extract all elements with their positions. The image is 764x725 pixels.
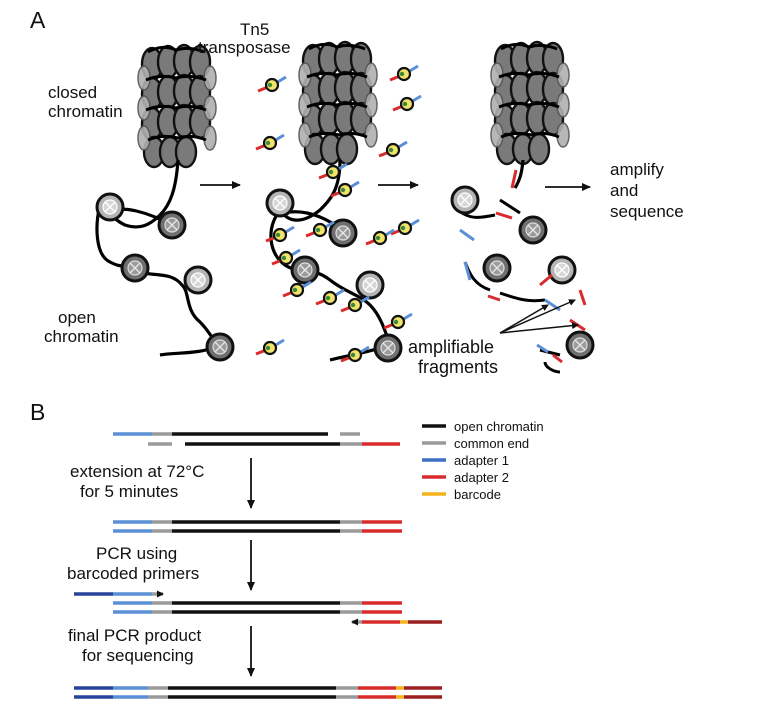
legend-common-end: common end	[454, 436, 529, 451]
step-2-label-1: PCR using	[96, 544, 177, 563]
stage-2-transposition: Tn5 transposase	[198, 20, 423, 363]
pcr-primers	[74, 590, 442, 626]
step-3-label-1: final PCR product	[68, 626, 202, 645]
step-1-label-2: for 5 minutes	[80, 482, 178, 501]
legend: open chromatin common end adapter 1 adap…	[422, 419, 544, 502]
legend-adapter-1: adapter 1	[454, 453, 509, 468]
step-1-label-1: extension at 72°C	[70, 462, 204, 481]
amplify-label-3: sequence	[610, 202, 684, 221]
open-chromatin-label-2: chromatin	[44, 327, 119, 346]
fragments-label-2: fragments	[418, 357, 498, 377]
panel-a: A closed chromatin open chromatin Tn5 tr…	[30, 7, 684, 377]
final-pcr-product	[74, 686, 442, 699]
legend-adapter-2: adapter 2	[454, 470, 509, 485]
closed-chromatin-label-2: chromatin	[48, 102, 123, 121]
fragment-extended	[113, 520, 402, 533]
panel-b: B open chromatin common end adapter 1 ad…	[30, 399, 544, 699]
panel-b-letter: B	[30, 399, 45, 425]
stage-1-chromatin: closed chromatin open chromatin	[44, 43, 235, 362]
panel-a-letter: A	[30, 7, 46, 33]
fragment-tagmented	[113, 432, 400, 446]
open-chromatin-label-1: open	[58, 308, 96, 327]
tn5-label-1: Tn5	[240, 20, 269, 39]
fragments-label-1: amplifiable	[408, 337, 494, 357]
closed-chromatin-label-1: closed	[48, 83, 97, 102]
amplify-label-1: amplify	[610, 160, 664, 179]
legend-barcode: barcode	[454, 487, 501, 502]
stage-3-fragments: amplify and sequence amplifiable fragmen…	[408, 40, 684, 377]
step-3-label-2: for sequencing	[82, 646, 194, 665]
tn5-label-2: transposase	[198, 38, 291, 57]
step-2-label-2: barcoded primers	[67, 564, 199, 583]
legend-open-chromatin: open chromatin	[454, 419, 544, 434]
amplify-label-2: and	[610, 181, 638, 200]
